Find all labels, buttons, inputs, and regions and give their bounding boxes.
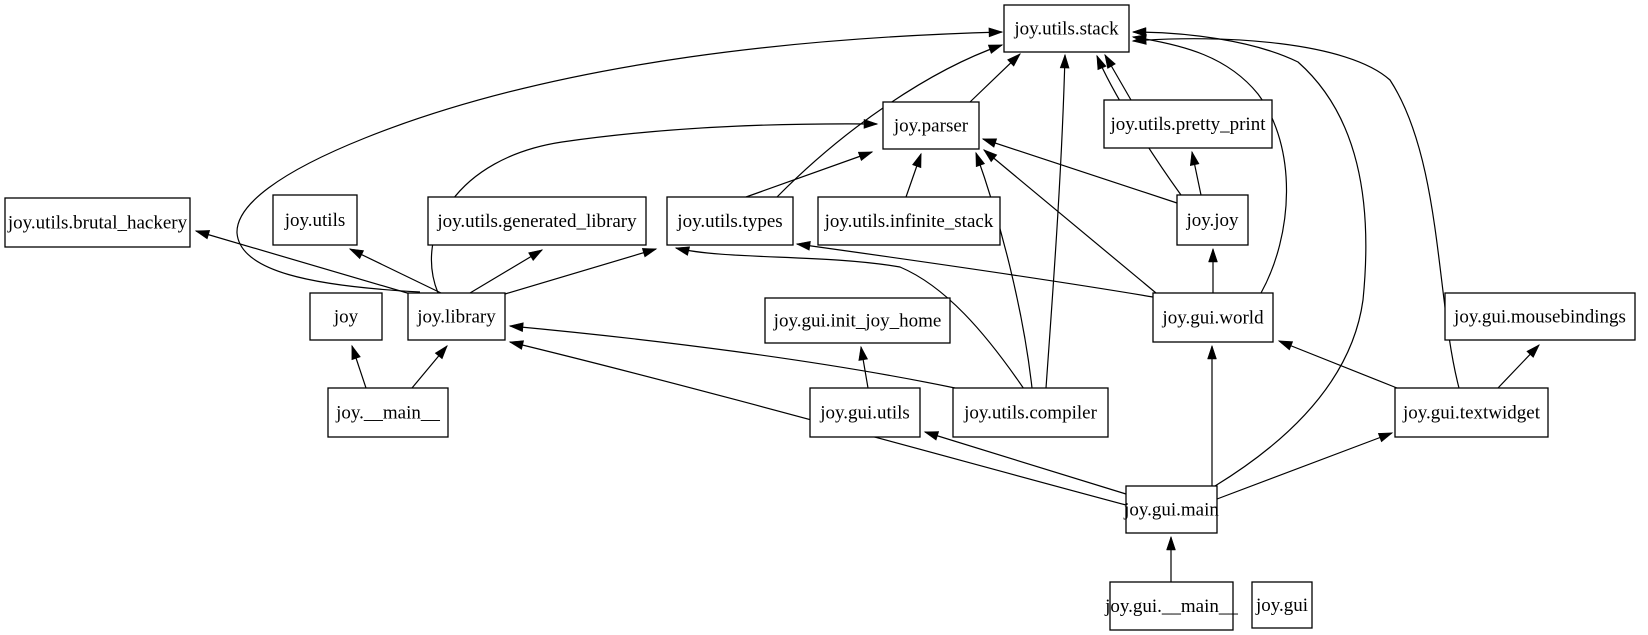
edge-joy-joy-to-joy-parser <box>981 138 1178 204</box>
edge-joy-utils-types-to-joy-parser <box>745 151 874 198</box>
node-joy-main: joy.__main__ <box>327 387 449 438</box>
node-label-joy-utils-infinite-stack: joy.utils.infinite_stack <box>824 211 994 232</box>
node-box-joy-gui-world <box>1152 292 1274 343</box>
edge-joy-main-to-joy <box>351 344 367 389</box>
edge-joy-gui-textwidget-to-joy-gui-mousebindings <box>1497 344 1540 389</box>
node-label-joy-utils-types: joy.utils.types <box>676 211 782 232</box>
node-joy-gui-mousebindings: joy.gui.mousebindings <box>1444 292 1636 341</box>
edge-joy-gui-world-to-joy-utils-stack <box>1131 34 1288 294</box>
edge-joy-gui-main-to-joy-gui-utils <box>923 431 1127 495</box>
node-box-joy-gui-textwidget <box>1394 387 1549 438</box>
node-joy-utils-brutal-hackery: joy.utils.brutal_hackery <box>4 197 191 248</box>
edge-joy-utils-infinite-stack-to-joy-parser <box>905 152 922 198</box>
edge-joy-gui-world-to-joy-parser <box>983 149 1157 294</box>
edge-joy-library-to-joy-utils-brutal-hackery <box>194 230 415 296</box>
node-joy-library: joy.library <box>407 292 506 341</box>
node-label-joy-gui-world: joy.gui.world <box>1161 308 1264 329</box>
edge-joy-library-to-joy-utils-stack <box>236 27 1004 293</box>
edge-joy-utils-compiler-to-joy-utils-types <box>674 246 1025 390</box>
node-joy-utils-compiler: joy.utils.compiler <box>952 387 1109 438</box>
node-label-joy-utils: joy.utils <box>284 210 346 231</box>
node-label-joy-gui-mousebindings: joy.gui.mousebindings <box>1453 307 1626 328</box>
node-box-joy-utils-generated-library <box>427 196 647 246</box>
node-label-joy-utils-pretty-print: joy.utils.pretty_print <box>1110 114 1267 135</box>
edge-joy-utils-compiler-to-joy-utils-stack <box>1045 53 1070 389</box>
node-box-joy-utils <box>272 194 358 246</box>
node-joy-parser: joy.parser <box>882 101 980 150</box>
edges-layer <box>194 27 1540 582</box>
node-box-joy-parser <box>882 101 980 150</box>
node-box-joy-gui-init-joy-home <box>764 297 951 344</box>
node-box-joy-utils-stack <box>1003 4 1130 53</box>
node-box-joy-gui-utils <box>809 387 921 438</box>
node-label-joy-joy: joy.joy <box>1185 210 1239 231</box>
edge-joy-library-to-joy-utils <box>348 248 442 294</box>
node-joy-utils-infinite-stack: joy.utils.infinite_stack <box>817 196 1001 246</box>
node-joy-utils: joy.utils <box>272 194 358 246</box>
node-joy-utils-types: joy.utils.types <box>666 196 794 246</box>
node-label-joy-utils-brutal-hackery: joy.utils.brutal_hackery <box>7 213 188 234</box>
node-box-joy-main <box>327 387 449 438</box>
node-joy-utils-stack: joy.utils.stack <box>1003 4 1130 53</box>
edge-joy-parser-to-joy-utils-stack <box>969 53 1021 103</box>
node-box-joy-utils-infinite-stack <box>817 196 1001 246</box>
nodes-layer: joy.utils.stack joy.parser joy.utils.prett… <box>4 4 1636 631</box>
node-label-joy-utils-generated-library: joy.utils.generated_library <box>436 211 637 232</box>
node-label-joy-gui-textwidget: joy.gui.textwidget <box>1402 403 1541 424</box>
edge-joy-joy-to-joy-utils-pretty-print <box>1189 150 1202 196</box>
node-box-joy-utils-brutal-hackery <box>4 197 191 248</box>
node-joy-utils-pretty-print: joy.utils.pretty_print <box>1103 99 1273 149</box>
node-joy-gui-init-joy-home: joy.gui.init_joy_home <box>764 297 951 344</box>
node-box-joy-gui-main <box>1125 485 1218 534</box>
node-joy-gui-world: joy.gui.world <box>1152 292 1274 343</box>
node-box-joy-utils-types <box>666 196 794 246</box>
node-label-joy-parser: joy.parser <box>893 116 969 137</box>
node-box-joy-utils-pretty-print <box>1103 99 1273 149</box>
node-label-joy-gui: joy.gui <box>1255 595 1308 616</box>
node-label-joy-gui-init-joy-home: joy.gui.init_joy_home <box>773 311 942 332</box>
node-joy-gui-textwidget: joy.gui.textwidget <box>1394 387 1549 438</box>
node-label-joy-gui-main: joy.gui.__main__ <box>1104 596 1238 617</box>
node-box-joy-joy <box>1176 194 1249 246</box>
node-label-joy-utils-stack: joy.utils.stack <box>1013 19 1119 40</box>
node-label-joy-gui-main: joy.gui.main <box>1123 500 1219 521</box>
node-joy-gui-main: joy.gui.__main__ <box>1104 581 1238 631</box>
edge-joy-utils-pretty-print-to-joy-utils-stack <box>1104 53 1132 101</box>
node-box-joy-gui <box>1251 581 1313 629</box>
node-joy-gui-main: joy.gui.main <box>1123 485 1219 534</box>
node-label-joy-library: joy.library <box>416 307 496 328</box>
node-box-joy-gui-mousebindings <box>1444 292 1636 341</box>
edge-joy-gui-textwidget-to-joy-utils-stack <box>1131 35 1460 389</box>
edge-joy-gui-textwidget-to-joy-gui-world <box>1277 340 1398 389</box>
node-box-joy-gui-main <box>1109 581 1234 631</box>
node-box-joy-utils-compiler <box>952 387 1109 438</box>
edge-joy-main-to-joy-library <box>411 345 448 389</box>
node-joy-utils-generated-library: joy.utils.generated_library <box>427 196 647 246</box>
node-label-joy-utils-compiler: joy.utils.compiler <box>963 403 1097 424</box>
node-label-joy-main: joy.__main__ <box>335 403 440 424</box>
edge-joy-gui-main-to-joy-gui-textwidget <box>1216 432 1394 500</box>
node-joy-joy: joy.joy <box>1176 194 1249 246</box>
node-label-joy-gui-utils: joy.gui.utils <box>819 403 910 424</box>
edge-joy-utils-compiler-to-joy-parser <box>975 151 1033 389</box>
node-box-joy <box>309 292 383 341</box>
edge-joy-library-to-joy-utils-types <box>504 248 658 295</box>
node-joy-gui-utils: joy.gui.utils <box>809 387 921 438</box>
edge-joy-gui-main-to-joy-utils-stack <box>1131 27 1367 487</box>
edge-joy-utils-compiler-to-joy-library <box>508 322 956 389</box>
node-joy-gui: joy.gui <box>1251 581 1313 629</box>
node-joy: joy <box>309 292 383 341</box>
edge-joy-gui-world-to-joy-utils-types <box>795 241 1154 298</box>
node-box-joy-library <box>407 292 506 341</box>
node-label-joy: joy <box>333 307 359 328</box>
edge-joy-library-to-joy-utils-generated-library <box>469 249 544 294</box>
edge-joy-gui-utils-to-joy-gui-init-joy-home <box>858 345 869 389</box>
